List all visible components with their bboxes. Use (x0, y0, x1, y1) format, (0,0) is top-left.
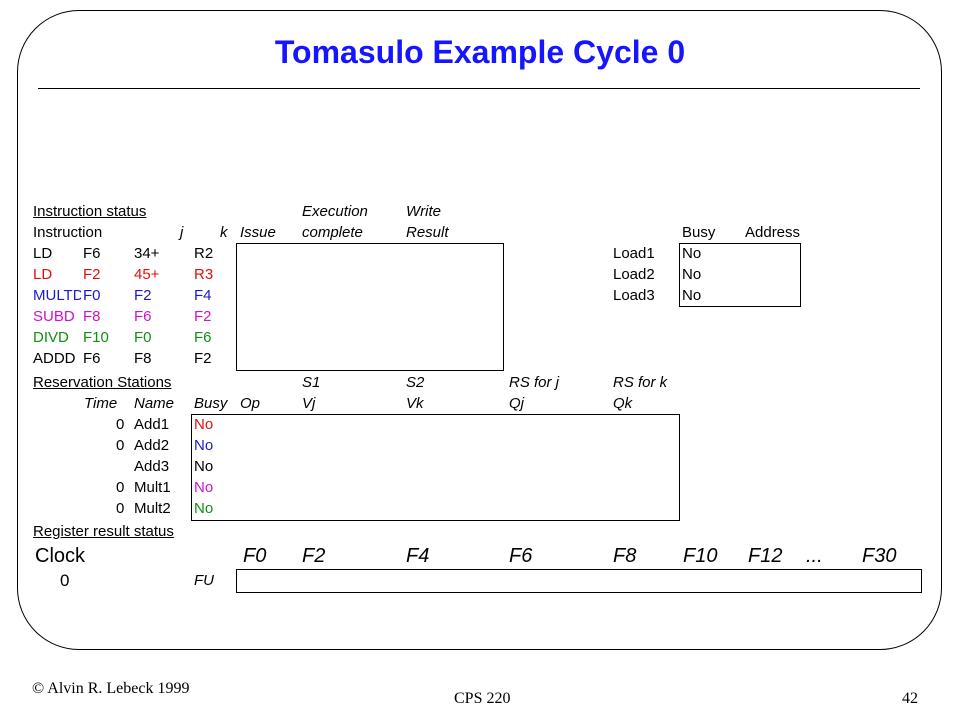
register-header: F2 (302, 545, 326, 567)
header-s2: S2 (406, 374, 425, 391)
fu-label: FU (194, 572, 214, 589)
title-divider (38, 88, 920, 89)
rs-busy: No (194, 437, 214, 454)
register-header: F12 (748, 545, 783, 567)
instruction-op: ADDD (33, 350, 76, 367)
instruction-k: F6 (194, 329, 212, 346)
rs-busy: No (194, 500, 214, 517)
rs-name: Add3 (134, 458, 170, 475)
rs-busy: No (194, 416, 214, 433)
rs-name: Mult2 (134, 500, 171, 517)
footer-course: CPS 220 (454, 690, 511, 707)
reservation-stations-box (191, 414, 680, 521)
instruction-j: F2 (134, 287, 152, 304)
rs-name: Add2 (134, 437, 170, 454)
load-buffer-name: Load3 (613, 287, 655, 304)
slide-frame (17, 10, 942, 650)
instruction-dest: F8 (83, 308, 101, 325)
instruction-status-label: Instruction status (33, 203, 147, 220)
header-s1: S1 (302, 374, 321, 391)
header-time: Time (84, 395, 118, 412)
instruction-j: F8 (134, 350, 152, 367)
header-write: Write (406, 203, 441, 220)
rs-busy: No (194, 458, 214, 475)
header-address: Address (745, 224, 801, 241)
rs-busy: No (194, 479, 214, 496)
load-buffer-name: Load2 (613, 266, 655, 283)
register-status-label: Register result status (33, 523, 174, 540)
register-header: F0 (243, 545, 267, 567)
load-buffer-busy: No (682, 266, 702, 283)
clock-label: Clock (35, 545, 86, 567)
header-rs-for-j: RS for j (509, 374, 560, 391)
header-qk: Qk (613, 395, 633, 412)
instruction-j: 45+ (134, 266, 160, 283)
header-result: Result (406, 224, 449, 241)
instruction-op: MULTD (33, 287, 81, 304)
register-header: F8 (613, 545, 637, 567)
register-header: F4 (406, 545, 430, 567)
instruction-j: F0 (134, 329, 152, 346)
header-busy: Busy (682, 224, 716, 241)
instruction-k: F2 (194, 308, 212, 325)
header-qj: Qj (509, 395, 524, 412)
instruction-op: SUBD (33, 308, 75, 325)
instruction-k: R2 (194, 245, 214, 262)
instruction-op: LD (33, 266, 53, 283)
rs-time: 0 (116, 500, 125, 517)
header-vj: Vj (302, 395, 316, 412)
rs-time: 0 (116, 437, 125, 454)
instruction-dest: F2 (83, 266, 101, 283)
reservation-stations-label: Reservation Stations (33, 374, 172, 391)
header-issue: Issue (240, 224, 276, 241)
rs-time: 0 (116, 416, 125, 433)
instruction-dest: F10 (83, 329, 109, 346)
instruction-status-box (236, 243, 504, 371)
instruction-dest: F6 (83, 350, 101, 367)
header-vk: Vk (406, 395, 424, 412)
footer-copyright: © Alvin R. Lebeck 1999 (32, 680, 190, 697)
rs-name: Add1 (134, 416, 170, 433)
header-name: Name (134, 395, 175, 412)
instruction-dest: F0 (83, 287, 101, 304)
instruction-k: F2 (194, 350, 212, 367)
register-header: ... (806, 545, 823, 567)
instruction-op: DIVD (33, 329, 69, 346)
header-rs-busy: Busy (194, 395, 228, 412)
header-rs-for-k: RS for k (613, 374, 668, 391)
load-buffer-busy: No (682, 287, 702, 304)
instruction-dest: F6 (83, 245, 101, 262)
instruction-k: F4 (194, 287, 212, 304)
rs-name: Mult1 (134, 479, 171, 496)
register-header: F10 (683, 545, 718, 567)
instruction-k: R3 (194, 266, 214, 283)
header-instruction: Instruction (33, 224, 103, 241)
header-complete: complete (302, 224, 363, 241)
instruction-j: F6 (134, 308, 152, 325)
load-buffers-box (679, 243, 801, 307)
register-header: F30 (862, 545, 897, 567)
load-buffer-name: Load1 (613, 245, 655, 262)
slide-title: Tomasulo Example Cycle 0 (274, 34, 686, 70)
instruction-j: 34+ (134, 245, 160, 262)
rs-time: 0 (116, 479, 125, 496)
header-execution: Execution (302, 203, 368, 220)
load-buffer-busy: No (682, 245, 702, 262)
fu-row-box (236, 569, 922, 593)
instruction-op: LD (33, 245, 53, 262)
register-header: F6 (509, 545, 533, 567)
clock-value: 0 (60, 571, 70, 590)
header-k: k (220, 224, 228, 241)
header-op: Op (240, 395, 261, 412)
header-j: j (180, 224, 184, 241)
footer-page-number: 42 (902, 690, 918, 707)
